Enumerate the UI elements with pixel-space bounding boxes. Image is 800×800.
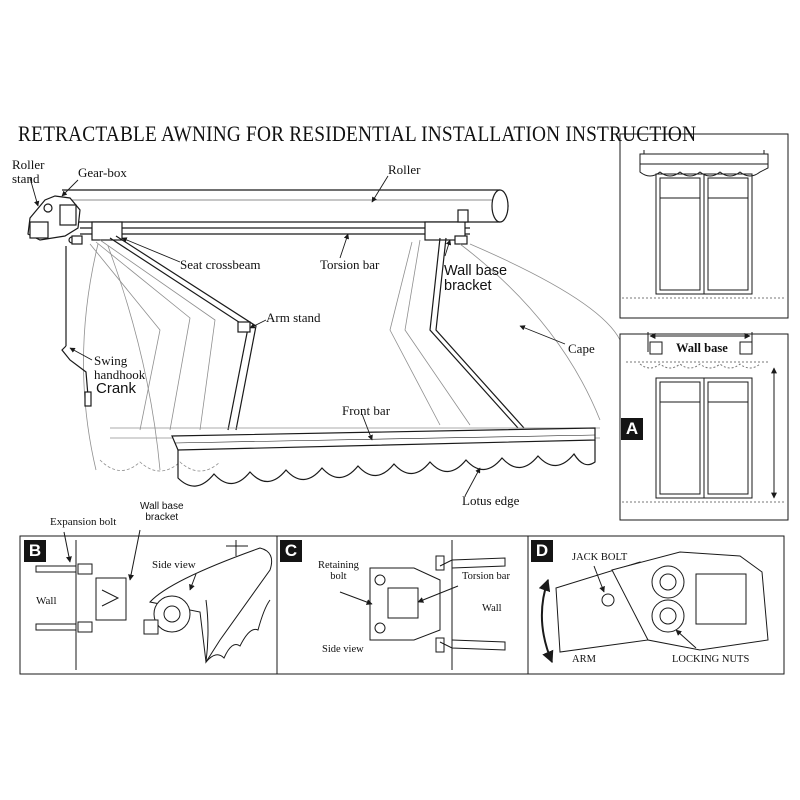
- panel-c-badge: C: [280, 540, 302, 562]
- panel-c-wall-label: Wall: [482, 603, 502, 614]
- wall-base-bracket-line2: bracket: [444, 278, 492, 295]
- panel-d-badge: D: [531, 540, 553, 562]
- torsion-bar-label: Torsion bar: [320, 257, 380, 272]
- retaining-bolt-line2: bolt: [330, 571, 347, 583]
- swing-label-line1: Swing: [94, 353, 128, 368]
- roller-stand-drawing: [27, 195, 81, 244]
- panel-b-wall-label: Wall: [36, 595, 57, 607]
- inset-window-top: [619, 133, 789, 319]
- main-awning-drawing: [27, 175, 621, 497]
- inset-wall-base-a: [619, 332, 789, 521]
- swing-label-line2: handhook: [94, 366, 146, 382]
- roller-stand-label-line1: Roller: [12, 157, 45, 172]
- arm-stand-label: Arm stand: [266, 310, 321, 325]
- leader-arrows: [29, 175, 566, 497]
- crank-drawing: [61, 246, 92, 407]
- panel-b-bracket-line2: bracket: [145, 511, 179, 523]
- panel-a-badge: A: [621, 418, 643, 440]
- expansion-bolt-label: Expansion bolt: [50, 516, 117, 528]
- retaining-bolt-line1: Retaining: [318, 560, 359, 571]
- panel-c-torsion-bar-label: Torsion bar: [462, 571, 510, 582]
- arm-label: ARM: [572, 654, 596, 665]
- jack-bolt-label: JACK BOLT: [572, 552, 628, 563]
- panel-c-drawing: [339, 540, 506, 670]
- front-bar-label: Front bar: [342, 403, 391, 418]
- panel-b-badge: B: [24, 540, 46, 562]
- page-title: RETRACTABLE AWNING FOR RESIDENTIAL INSTA…: [18, 121, 697, 146]
- front-bar-drawing: [171, 427, 596, 451]
- roller-label: Roller: [388, 162, 421, 177]
- panel-b-side-view-label: Side view: [152, 559, 196, 571]
- bottom-panels: [19, 535, 785, 675]
- right-arm-drawing: [429, 237, 525, 429]
- swing-handhook-label: Swing handhook: [94, 354, 145, 381]
- retaining-bolt-label: Retaining bolt: [318, 560, 359, 582]
- panel-b-wall-base-bracket-label: Wall base bracket: [140, 501, 184, 523]
- panel-d-drawing: [538, 551, 769, 664]
- wall-base-bracket-label: Wall base bracket: [444, 263, 508, 295]
- lotus-edge-label: Lotus edge: [462, 493, 520, 508]
- left-arm-drawing: [109, 235, 257, 431]
- wall-base-bracket-line1: Wall base: [444, 263, 508, 279]
- seat-crossbeam-label: Seat crossbeam: [180, 257, 261, 272]
- wall-base-label: Wall base: [676, 341, 728, 355]
- lotus-edge-drawing: [177, 440, 596, 487]
- panel-b-drawing: [35, 529, 273, 670]
- roller-drawing: [62, 189, 509, 223]
- cape-label: Cape: [568, 341, 595, 356]
- roller-stand-label-line2: stand: [12, 170, 40, 186]
- panel-c-side-view-label: Side view: [322, 644, 364, 655]
- torsion-bar-drawing: [71, 209, 470, 245]
- panel-b-bracket-line1: Wall base: [140, 501, 184, 512]
- gear-box-label: Gear-box: [78, 165, 127, 180]
- crank-label: Crank: [96, 380, 137, 397]
- locking-nuts-label: LOCKING NUTS: [672, 654, 750, 665]
- roller-stand-label: Roller stand: [12, 158, 45, 185]
